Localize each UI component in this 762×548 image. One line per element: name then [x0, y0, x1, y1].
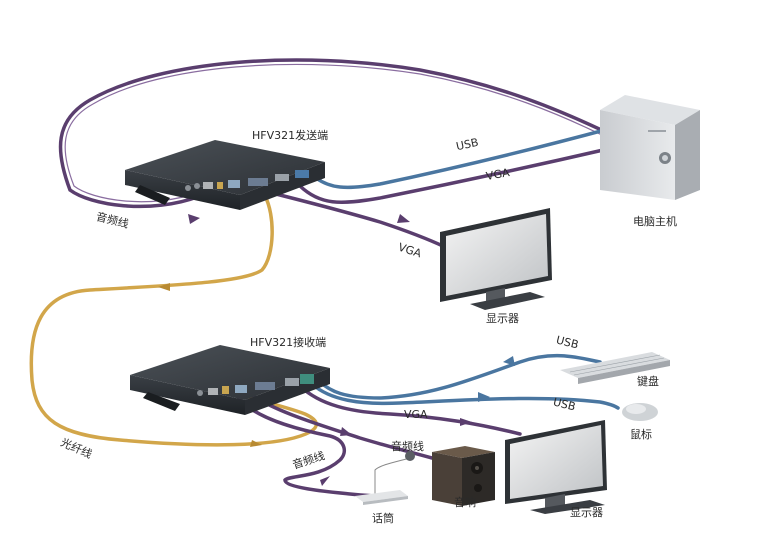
fiber-arrow-top — [158, 283, 170, 291]
vga-bottom-label: VGA — [404, 408, 428, 421]
mic-cord — [374, 457, 411, 498]
audio-cable-top-path-2 — [64, 63, 611, 203]
fiber-arrow-bottom — [250, 440, 262, 447]
audio-cable-mic-path — [234, 392, 387, 499]
speaker — [432, 446, 495, 506]
pc-tower — [600, 95, 700, 200]
usb-cable-keyboard-path — [316, 353, 602, 400]
mouse — [622, 403, 658, 421]
usb-arrow-mouse — [478, 392, 490, 402]
keyboard — [560, 352, 670, 384]
monitor-bottom-label: 显示器 — [570, 506, 603, 519]
usb-arrow-keyboard — [503, 356, 515, 366]
vga-cable-bottom-path — [298, 384, 522, 436]
audio-cable-speaker-label: 音频线 — [391, 440, 424, 453]
tx-unit-label: HFV321发送端 — [252, 129, 329, 142]
vga-arrow-monitor — [397, 214, 410, 223]
microphone — [355, 451, 415, 505]
tx-unit — [125, 140, 325, 210]
vga-cable-top-path — [298, 146, 614, 205]
mouse-label: 鼠标 — [630, 428, 652, 441]
pc-host-label: 电脑主机 — [633, 215, 677, 228]
microphone-label: 话筒 — [372, 512, 394, 525]
monitor-bottom — [505, 420, 607, 514]
audio-arrow-top — [188, 214, 200, 224]
vga-cable-monitor-path — [258, 188, 447, 249]
monitor-top — [440, 208, 552, 310]
keyboard-label: 键盘 — [637, 375, 659, 388]
vga-arrow-bottom — [460, 418, 472, 426]
audio-arrow-speaker — [340, 427, 352, 436]
speaker-label: 音响 — [454, 496, 476, 509]
monitor-top-label: 显示器 — [486, 312, 519, 325]
audio-cable-top-path — [58, 58, 614, 209]
audio-arrow-mic — [320, 476, 330, 486]
usb-cable-mouse-path — [310, 382, 620, 410]
rx-unit — [130, 345, 330, 415]
rx-unit-label: HFV321接收端 — [250, 336, 327, 349]
usb-cable-top-path — [314, 126, 614, 190]
